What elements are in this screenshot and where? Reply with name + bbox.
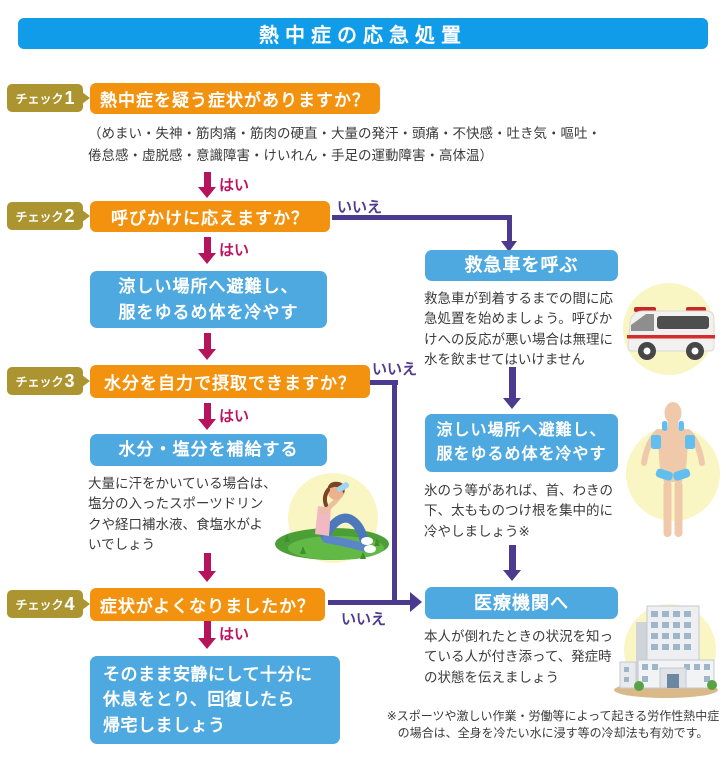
arrow-down-yes-1: [198, 172, 217, 198]
check1-tab-label: チェック: [15, 91, 64, 106]
rest-box: そのまま安静にして十分に 休息をとり、回復したら 帰宅しましょう: [90, 656, 340, 744]
yes-label-3: はい: [219, 408, 250, 425]
connector-check2-no-vline: [507, 215, 512, 242]
arrow-down-to-medical: [503, 545, 522, 581]
check2-question-box: 呼びかけに応えますか？: [90, 201, 330, 232]
check3-tab-label: チェック: [15, 374, 64, 389]
medical-note: 本人が倒れたときの状況を知っ ている人が付き添って、発症時 の状態を伝えましょう: [424, 629, 613, 685]
arrow-down-yes-2: [198, 237, 217, 264]
connector-check4-no-arrowhead: [410, 592, 422, 612]
connector-check3-no-vline: [392, 380, 397, 605]
connector-check3-no-hline: [370, 380, 398, 385]
yes-label-1: はい: [219, 177, 250, 194]
arrow-down-3: [198, 333, 217, 360]
check4-question-box: 症状がよくなりましたか？: [90, 588, 325, 621]
connector-check2-no-hline: [332, 215, 512, 220]
yes-label-2: はい: [219, 242, 250, 259]
check1-question-box: 熱中症を疑う症状がありますか？: [90, 83, 380, 114]
cool-note: 氷のう等があれば、首、わきの 下、太もものつけ根を集中的に 冷やしましょう※: [424, 483, 613, 539]
cool-body-box-right: 涼しい場所へ避難し、 服をゆるめ体を冷やす: [425, 414, 618, 472]
arrow-down-yes-6: [198, 621, 217, 649]
cool-body-box-left: 涼しい場所へ避難し、 服をゆるめ体を冷やす: [90, 271, 327, 328]
symptoms-list: （めまい・失神・筋肉痛・筋肉の硬直・大量の発汗・頭痛・不快感・吐き気・嘔吐・ 倦…: [88, 126, 601, 163]
hydrate-note: 大量に汗をかいている場合は、 塩分の入ったスポーツドリン クや経口補水液、食塩水…: [88, 476, 277, 552]
hydrate-box: 水分・塩分を補給する: [90, 434, 327, 466]
check3-tab-number: 3: [64, 371, 75, 391]
woman-drinking-icon: [275, 473, 389, 563]
ambulance-icon: [623, 283, 715, 375]
check4-tab-label: チェック: [15, 597, 64, 612]
no-label-check3: いいえ: [372, 361, 418, 378]
yes-label-4: はい: [219, 626, 250, 643]
no-label-check4: いいえ: [341, 611, 387, 628]
arrow-down-to-cool-right: [503, 367, 522, 409]
check2-tab-number: 2: [64, 206, 75, 226]
connector-check4-no-hline: [328, 600, 412, 605]
call-ambulance-box: 救急車を呼ぶ: [425, 250, 618, 281]
body-cooling-points-icon: [626, 402, 720, 537]
hospital-icon: [614, 604, 718, 698]
page-title: 熱中症の応急処置: [18, 18, 708, 49]
check1-tab-number: 1: [64, 88, 75, 108]
connector-check2-no-arrowhead: [501, 241, 517, 252]
check3-question-box: 水分を自力で摂取できますか？: [90, 365, 370, 398]
check2-tab-label: チェック: [15, 209, 64, 224]
footnote: ※スポーツや激しい作業・労働等によって起きる労作性熱中症 の場合は、全身を冷たい…: [386, 709, 720, 740]
medical-facility-box: 医療機関へ: [425, 587, 618, 619]
arrow-down-5: [198, 553, 217, 582]
check4-tab-number: 4: [64, 594, 75, 614]
ambulance-note: 救急車が到着するまでの間に応 急処置を始めましょう。呼びか けへの反応が悪い場合…: [424, 291, 613, 367]
arrow-down-yes-4: [198, 403, 217, 430]
no-label-check2: いいえ: [337, 199, 383, 216]
